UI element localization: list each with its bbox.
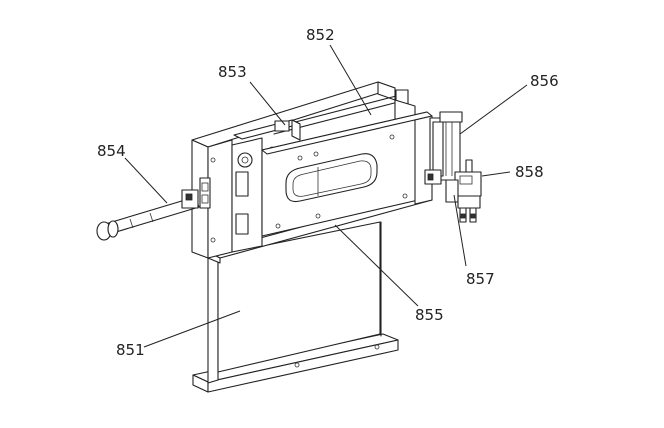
label-854: 854	[97, 142, 126, 160]
left-end-plate	[191, 139, 233, 259]
label-858: 858	[515, 163, 544, 181]
label-856: 856	[530, 72, 559, 90]
label-851: 851	[116, 341, 145, 359]
support-plate	[207, 221, 382, 384]
label-853: 853	[218, 63, 247, 81]
leader-lines	[124, 44, 528, 348]
gripper	[445, 179, 481, 223]
label-855: 855	[415, 306, 444, 324]
push-rod	[96, 189, 200, 241]
label-857: 857	[466, 270, 495, 288]
vertical-cylinder	[424, 111, 463, 185]
label-852: 852	[306, 26, 335, 44]
